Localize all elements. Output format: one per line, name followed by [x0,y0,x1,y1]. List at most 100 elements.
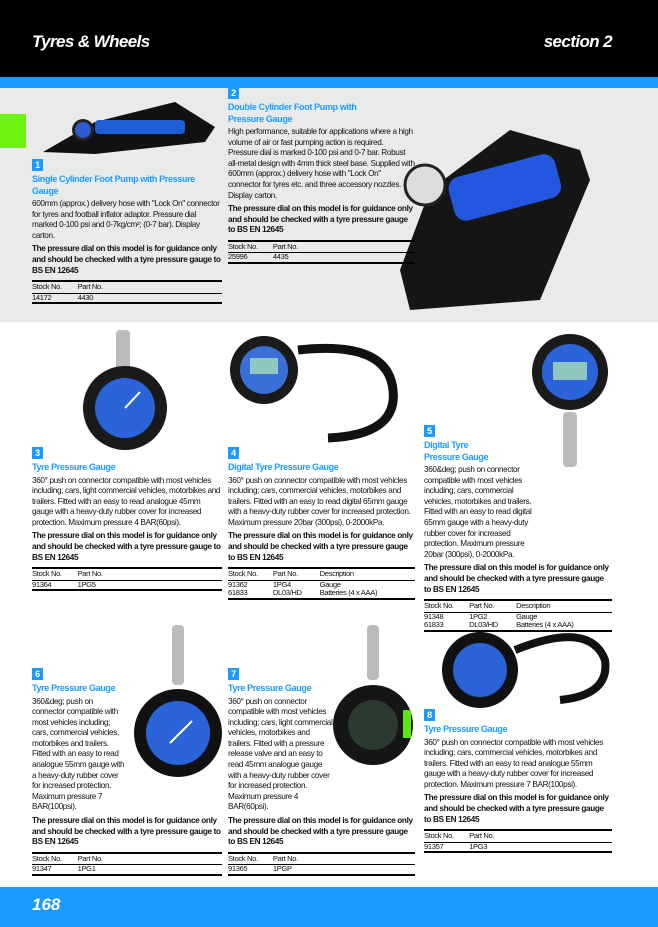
product-number-badge: 7 [228,668,239,680]
product-number-badge: 8 [424,709,435,721]
stock-no-header: Stock No. [424,600,470,613]
guidance-note: The pressure dial on this model is for g… [32,816,221,847]
guidance-note: The pressure dial on this model is for g… [32,531,221,562]
single-foot-pump-image [43,102,215,154]
part-no: 1PG4 [272,579,291,589]
guidance-note: The pressure dial on this model is for g… [32,244,221,275]
table-row: 91364 1PG5 [32,580,222,590]
part-no-header: Part No. [272,240,320,254]
item-description [320,253,415,263]
gauge-1pgp-image [333,625,413,765]
digital-gauge-1pg4-image [230,336,398,443]
product-title: Single Cylinder Foot Pump with Pressure … [32,174,195,196]
empty-header [319,852,415,866]
stock-no: 14172 [32,292,52,302]
chapter-title: Tyres & Wheels [32,32,150,51]
part-no: 1PG3 [469,841,488,851]
part-no: 1PG1 [77,864,96,874]
product-title: Tyre Pressure Gauge [32,462,116,472]
table-row: 91362 1PG4 Gauge [228,580,415,589]
part-no: DL03/HD [469,620,498,630]
part-no: 4430 [77,292,94,302]
section-tab [0,114,26,148]
stock-no: 25996 [228,252,248,262]
gauge-1pg3-image [442,632,610,708]
header-stripe [0,77,658,88]
stock-table: Stock No.Part No. 25996 4435 [228,239,415,264]
stock-no-header: Stock No. [424,830,470,843]
description-header: Description [516,600,612,613]
product-number-badge: 3 [32,447,43,459]
gauge-1pg1-image [134,625,222,777]
table-row: 91348 1PG2 Gauge [424,612,612,621]
part-no-header: Part No. [272,568,320,581]
stock-no-header: Stock No. [32,281,78,294]
empty-header [125,568,222,581]
product-title: Digital Tyre Pressure Gauge [228,462,339,472]
product-description: 360° push on connector compatible with m… [424,737,603,789]
section-label: section 2 [543,32,613,51]
gauge-1pg5-image [83,330,167,450]
part-no-header: Part No. [77,281,126,294]
product-description: High performance, suitable for applicati… [228,127,415,200]
part-no: DL03/HD [272,588,302,598]
product-description: 360° push on connector compatible with m… [228,475,411,527]
item-description: Gauge [516,611,538,621]
empty-header [125,281,222,294]
part-no-header: Part No. [272,852,320,866]
guidance-note: The pressure dial on this model is for g… [228,816,413,847]
product-title: Double Cylinder Foot Pump with Pressure … [228,102,357,124]
stock-no: 91364 [32,579,52,589]
product-number-badge: 4 [228,447,239,459]
guidance-note: The pressure dial on this model is for g… [228,204,413,235]
product-number-badge: 1 [32,159,43,171]
stock-no-header: Stock No. [228,852,273,866]
stock-no: 91348 [424,611,444,621]
item-description: Gauge [319,579,341,589]
page-footer: 168 [0,887,658,927]
stock-no-header: Stock No. [32,568,78,581]
part-no: 1PGP [272,864,292,874]
part-no-header: Part No. [77,568,126,581]
product-description: 360° push on connector compatible with m… [32,475,221,527]
item-description [125,293,222,303]
product-title: Tyre Pressure Gauge [228,683,312,693]
product-number-badge: 6 [32,668,43,680]
guidance-note: The pressure dial on this model is for g… [228,531,413,562]
stock-no-header: Stock No. [228,240,273,254]
stock-no: 61833 [228,588,248,598]
empty-header [516,830,612,843]
stock-table: Stock No.Part No. 91364 1PG5 [32,567,222,592]
part-no: 1PG2 [469,611,488,621]
stock-table: Stock No.Part No. 14172 4430 [32,280,222,305]
product-title: Tyre Pressure Gauge [424,724,508,734]
table-row: 14172 4430 [32,293,222,303]
part-no: 4435 [272,252,289,262]
part-no: 1PG5 [77,579,96,589]
stock-no: 91362 [228,579,248,589]
page-header: Tyres & Wheels section 2 [0,0,658,77]
product-description: 360&deg; push on connector compatible wi… [32,696,125,812]
stock-no-header: Stock No. [228,568,273,581]
part-no-header: Part No. [469,830,517,843]
description-header: Description [319,568,415,581]
item-description [125,865,222,875]
product-title: Digital Tyre Pressure Gauge [424,440,489,462]
product-title: Tyre Pressure Gauge [32,683,116,693]
empty-header [319,240,415,254]
product-number-badge: 2 [228,87,239,99]
